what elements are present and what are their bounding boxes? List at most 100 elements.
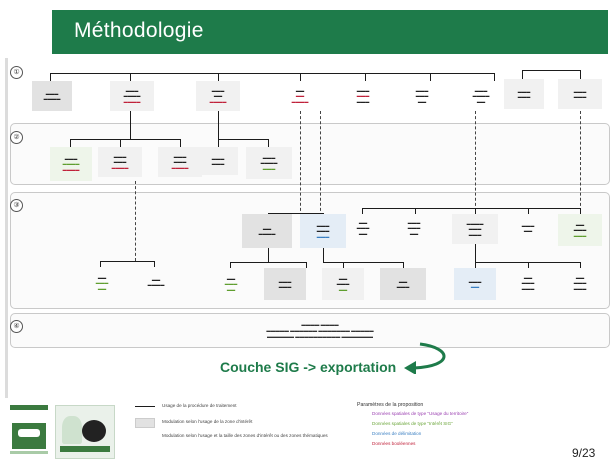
node: ▬▬▬▬▬▬ xyxy=(242,214,292,248)
node: ▬▬▬▬▬▬▬▬ xyxy=(415,87,429,104)
node: ▬▬▬▬▬▬ xyxy=(264,268,306,300)
connector xyxy=(365,73,366,81)
connector xyxy=(180,139,181,147)
node: ▬▬▬▬▬▬▬▬ xyxy=(407,219,421,236)
connector xyxy=(580,208,581,214)
node: ▬▬▬▬▬▬▬ xyxy=(32,81,72,111)
connector xyxy=(230,262,306,263)
connector xyxy=(430,73,431,81)
legend-item: Données spatiales de type “Intérêt SIG” xyxy=(372,421,453,426)
connector xyxy=(475,244,476,262)
legend-item: Données booléennes xyxy=(372,441,416,446)
title-bar xyxy=(52,10,608,54)
organisation-logo xyxy=(10,405,48,455)
connector xyxy=(268,213,324,214)
node: ▬▬▬▬▬▬ xyxy=(504,79,544,109)
connector xyxy=(300,73,301,81)
node: ▬▬▬▬▬▬▬▬▬▬▬ xyxy=(50,147,92,181)
dashed-connector xyxy=(580,111,581,211)
node: ▬▬▬▬▬▬ xyxy=(558,79,602,109)
connector xyxy=(120,139,121,147)
slide-title: Méthodologie xyxy=(74,19,204,42)
connector xyxy=(218,73,219,81)
connector xyxy=(475,262,580,263)
connector xyxy=(154,261,155,267)
connector xyxy=(415,208,416,214)
step-marker-1: ① xyxy=(10,66,23,79)
connector xyxy=(70,139,71,147)
dashed-connector xyxy=(300,111,301,216)
dashed-connector xyxy=(135,181,136,261)
connector xyxy=(130,111,131,139)
legend-item: Données spatiales de type “Usage du terr… xyxy=(372,411,469,416)
node: ▬▬▬▬▬▬▬▬▬ xyxy=(196,81,240,111)
legend-item: Modulation selon l'usage et la taille de… xyxy=(162,433,328,438)
connector xyxy=(522,70,580,71)
connector xyxy=(528,208,529,214)
legend-item: Modulation selon l'usage de la zone d'in… xyxy=(162,419,253,424)
curved-arrow-icon xyxy=(404,342,446,374)
step-marker-2: ② xyxy=(10,131,23,144)
connector xyxy=(218,139,268,140)
synthesis-text: ▬▬▬▬ ▬▬▬▬▬▬▬▬▬ ▬▬▬▬▬▬ ▬▬▬▬▬▬▬ ▬▬▬▬▬▬▬▬▬▬… xyxy=(266,322,374,339)
node: ▬▬▬▬▬▬▬▬▬▬ xyxy=(158,147,202,177)
connector xyxy=(268,139,269,147)
connector xyxy=(323,248,324,262)
node: ▬▬▬▬▬▬▬▬ xyxy=(291,87,309,104)
export-label: Couche SIG -> exportation xyxy=(220,359,397,375)
connector xyxy=(218,111,219,139)
connector xyxy=(580,70,581,80)
node: ▬▬▬▬▬▬▬▬▬▬ xyxy=(452,214,498,244)
connector xyxy=(362,208,580,209)
connector xyxy=(343,262,344,268)
connector xyxy=(475,208,476,214)
legend-item: Usage de la procédure de traitement xyxy=(162,403,237,408)
connector xyxy=(70,139,180,140)
node: ▬▬▬▬▬▬▬▬ xyxy=(558,214,602,246)
node: ▬▬▬▬▬▬▬▬▬▬ xyxy=(246,147,292,179)
band-step-3 xyxy=(10,192,610,309)
legend-gray-swatch xyxy=(135,418,155,428)
node: ▬▬▬▬▬ xyxy=(454,268,496,300)
connector xyxy=(306,262,307,268)
node: ▬▬▬▬▬▬ xyxy=(198,147,238,175)
connector xyxy=(100,261,154,262)
dashed-connector xyxy=(320,111,321,216)
node: ▬▬▬▬▬▬▬▬▬ xyxy=(356,87,370,104)
node: ▬▬▬▬▬▬▬ xyxy=(95,274,109,291)
left-rule xyxy=(5,58,8,398)
dashed-connector xyxy=(475,111,476,211)
connector xyxy=(522,70,523,80)
connector xyxy=(475,262,476,268)
step-marker-3: ③ xyxy=(10,199,23,212)
node: ▬▬▬▬▬▬▬ xyxy=(322,268,364,300)
band-step-4 xyxy=(10,313,610,348)
partner-logo xyxy=(55,405,115,459)
connector xyxy=(362,208,363,214)
connector xyxy=(268,248,269,262)
node: ▬▬▬▬▬▬▬▬ xyxy=(573,274,587,291)
connector xyxy=(580,262,581,268)
step-marker-4: ④ xyxy=(10,320,23,333)
node: ▬▬▬▬▬ xyxy=(521,222,535,233)
connector xyxy=(528,262,529,268)
connector xyxy=(50,73,494,74)
legend-line-swatch xyxy=(135,406,155,407)
node: ▬▬▬▬▬▬▬ xyxy=(224,275,238,292)
connector xyxy=(100,261,101,267)
page-number: 9/23 xyxy=(572,446,596,460)
connector xyxy=(403,262,404,268)
connector xyxy=(50,73,51,81)
node: ▬▬▬▬▬▬▬ xyxy=(356,219,370,236)
legend-item: Données de délimitation xyxy=(372,431,422,436)
node: ▬▬▬▬▬▬▬▬▬▬ xyxy=(98,147,142,177)
node: ▬▬▬▬▬▬▬▬ xyxy=(521,274,535,291)
legend-title: Paramètres de la proposition xyxy=(357,402,424,408)
connector xyxy=(494,73,495,81)
connector xyxy=(230,262,231,268)
node: ▬▬▬▬▬▬▬▬▬ xyxy=(472,87,490,104)
connector xyxy=(323,262,403,263)
node: ▬▬▬▬▬▬▬▬▬ xyxy=(300,214,346,248)
connector xyxy=(130,73,131,81)
